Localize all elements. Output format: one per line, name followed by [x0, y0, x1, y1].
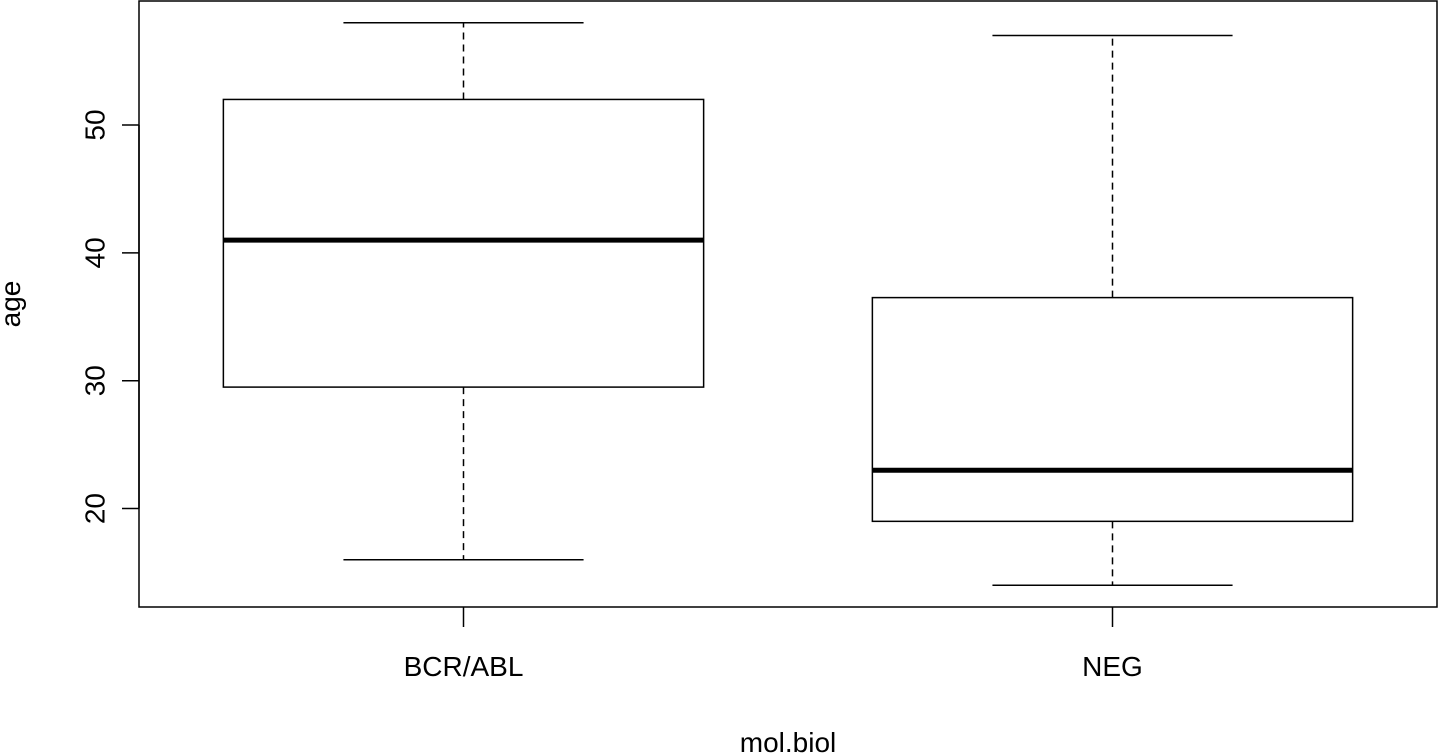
box-neg	[871, 34, 1354, 587]
x-axis: BCR/ABL NEG	[404, 607, 1143, 682]
box-bcr-abl	[222, 21, 705, 561]
y-axis-label: age	[0, 281, 26, 328]
y-tick-label: 30	[80, 365, 111, 396]
x-axis-label: mol.biol	[740, 727, 836, 755]
iqr-box	[222, 98, 705, 388]
y-axis: 20 30 40 50	[80, 109, 140, 524]
iqr-box	[871, 296, 1354, 523]
y-tick-label: 20	[80, 493, 111, 524]
boxes-group	[222, 21, 1354, 587]
x-tick-label: BCR/ABL	[404, 651, 524, 682]
x-tick-label: NEG	[1082, 651, 1143, 682]
y-tick-label: 50	[80, 109, 111, 140]
y-tick-label: 40	[80, 237, 111, 268]
